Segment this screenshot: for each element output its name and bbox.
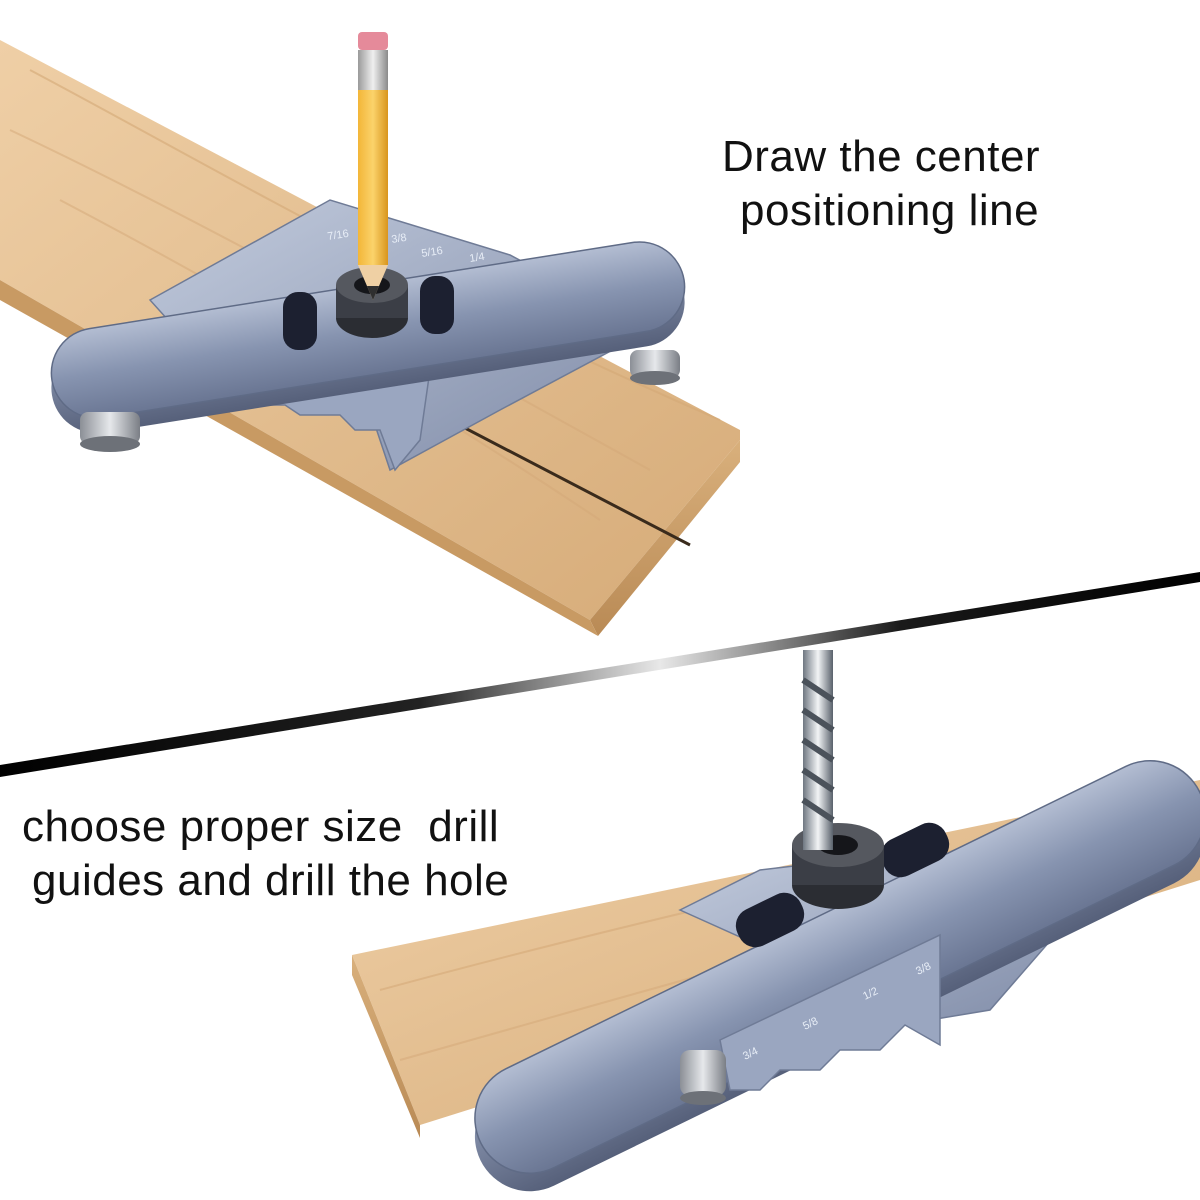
gauge-marks-top: 7/16 3/8 5/16 1/4 xyxy=(327,228,486,265)
caption-line: choose proper size drill xyxy=(22,802,500,851)
top-scene: 7/16 3/8 5/16 1/4 xyxy=(0,32,740,636)
caption-drill-hole: choose proper size drill guides and dril… xyxy=(22,800,509,908)
pencil-icon xyxy=(358,32,388,300)
gauge-mark: 1/4 xyxy=(469,251,486,265)
center-line xyxy=(439,413,691,547)
gauge-mark: 7/16 xyxy=(327,228,350,243)
caption-line: positioning line xyxy=(740,186,1040,235)
bottom-scene: 3/4 5/8 1/2 3/8 xyxy=(352,650,1200,1192)
slot-hole xyxy=(880,822,950,878)
caption-draw-center-line: Draw the center positioning line xyxy=(722,130,1040,238)
gauge-mark: 5/16 xyxy=(421,245,444,260)
drill-bit-icon xyxy=(801,650,835,850)
slot-hole xyxy=(283,292,317,350)
gauge-mark: 3/8 xyxy=(391,232,408,246)
support-foot-bottom xyxy=(680,1050,726,1105)
slot-hole xyxy=(735,892,805,948)
support-feet-top xyxy=(80,350,680,452)
caption-line: guides and drill the hole xyxy=(32,856,510,905)
slot-hole xyxy=(420,276,454,334)
caption-line: Draw the center xyxy=(722,132,1041,181)
divider-line xyxy=(0,572,1200,777)
